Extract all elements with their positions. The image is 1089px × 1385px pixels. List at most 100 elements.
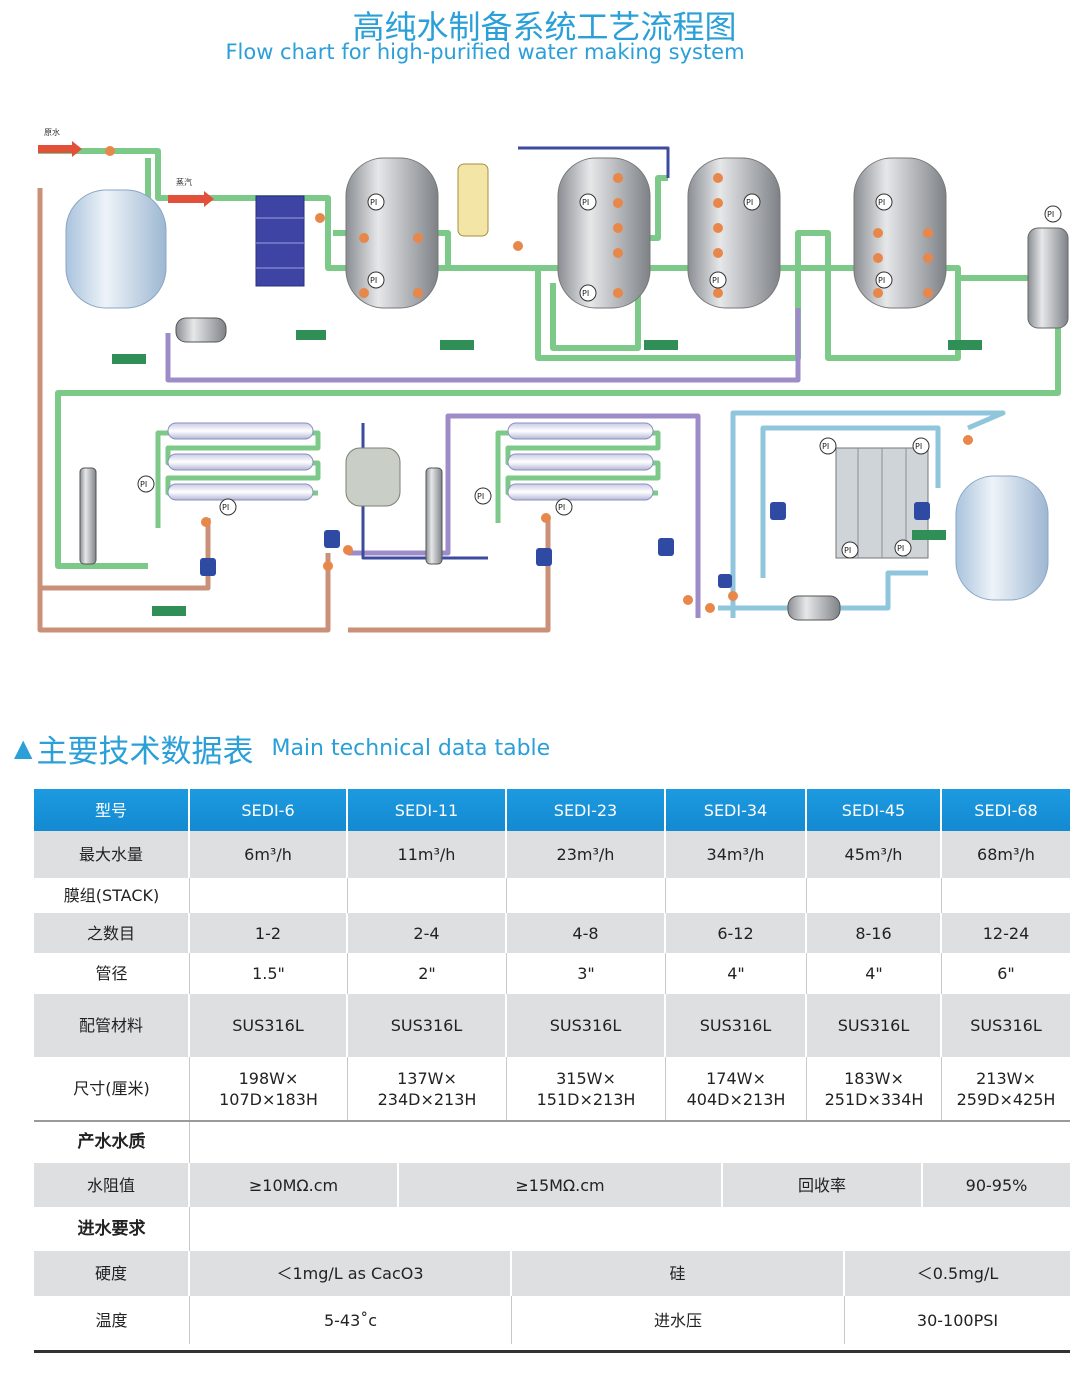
size-line-1: 174W× — [706, 1068, 766, 1088]
header-cell: SEDI-34 — [666, 789, 807, 831]
gauge-label: PI — [878, 276, 885, 285]
table-cell: 2-4 — [348, 913, 507, 953]
table-row: 温度 5-43˚c 进水压 30-100PSI — [34, 1296, 1070, 1344]
gauge-label: PI — [558, 503, 565, 512]
table-cell: 23m³/h — [507, 831, 666, 878]
filter-tank-3 — [687, 157, 781, 309]
table-cell: 68m³/h — [977, 845, 1035, 864]
table-cell: 3" — [507, 953, 666, 994]
size-line-1: 137W× — [397, 1068, 457, 1088]
heat-exchanger — [255, 195, 305, 287]
ro-membranes-stage-1 — [167, 422, 314, 501]
header-cell: SEDI-45 — [807, 789, 942, 831]
table-cell: 11m³/h — [348, 831, 507, 878]
booster-pump — [787, 595, 841, 621]
size-line-2: 107D×183H — [219, 1089, 318, 1109]
pipe-purple-2 — [348, 413, 701, 618]
size-line-1: 213W× — [976, 1068, 1036, 1088]
section-label-feed-requirements: 进水要求 — [34, 1207, 190, 1251]
table-cell: 213W×259D×425H — [942, 1057, 1070, 1120]
table-row: 产水水质 — [34, 1120, 1070, 1163]
table-cell: 12-24 — [982, 923, 1030, 943]
gauge-label: PI — [844, 546, 851, 555]
table-cell: 315W×151D×213H — [507, 1057, 666, 1120]
row-label: 温度 — [34, 1296, 190, 1344]
table-cell: 6m³/h — [190, 831, 348, 878]
gauge-label: PI — [822, 442, 829, 451]
table-cell: ≥10MΩ.cm — [190, 1163, 399, 1207]
table-cell: 4-8 — [507, 913, 666, 953]
table-cell: 2" — [348, 953, 507, 994]
process-flow-diagram: 原水 蒸汽 — [37, 127, 1069, 633]
table-cell: 硅 — [512, 1251, 845, 1296]
table-cell: 4" — [666, 953, 807, 994]
raw-water-label: 原水 — [44, 127, 60, 137]
pipe-copper-2 — [40, 518, 211, 591]
triangle-marker-icon: ▲ — [14, 734, 33, 762]
table-cell: 8-16 — [807, 913, 942, 953]
gauge-label: PI — [582, 198, 589, 207]
pipe-green-ro1 — [155, 430, 321, 528]
row-label: 最大水量 — [34, 831, 190, 878]
drain-basins — [112, 330, 982, 616]
header-cell: 型号 — [34, 789, 190, 831]
table-cell: ≥15MΩ.cm — [399, 1163, 723, 1207]
table-cell: SUS316L — [807, 994, 942, 1057]
table-row: 硬度 ＜1mg/L as CacO3 硅 ＜0.5mg/L — [34, 1251, 1070, 1296]
table-cell: SUS316L — [348, 994, 507, 1057]
size-line-1: 198W× — [238, 1068, 299, 1088]
row-label: 之数目 — [34, 913, 190, 953]
section-title-en: Main technical data table — [271, 735, 551, 761]
gauge-label: PI — [712, 276, 719, 285]
table-cell — [348, 878, 507, 913]
pipe-blue-2 — [760, 425, 941, 578]
row-label: 配管材料 — [34, 994, 190, 1057]
table-cell — [507, 878, 666, 913]
table-cell: 5-43˚c — [190, 1296, 512, 1344]
table-cell — [666, 878, 807, 913]
filter-tank-1 — [345, 157, 439, 309]
row-label: 水阻值 — [34, 1163, 190, 1207]
table-cell: 4" — [807, 953, 942, 994]
feed-pump — [175, 317, 227, 343]
pure-water-tank — [955, 475, 1049, 601]
row-label: 管径 — [34, 953, 190, 994]
steam-arrow — [168, 191, 214, 207]
table-cell: 回收率 — [723, 1163, 923, 1207]
high-pressure-pump-2 — [425, 467, 443, 565]
section-label-product-quality: 产水水质 — [34, 1122, 190, 1163]
table-cell: 198W×107D×183H — [190, 1057, 348, 1120]
table-bottom-rule — [34, 1350, 1070, 1353]
size-line-2: 251D×334H — [824, 1089, 924, 1109]
table-row: 最大水量 6m³/h 11m³/h 23m³/h 34m³/h 45m³/h 6… — [34, 831, 1070, 878]
size-line-2: 234D×213H — [377, 1089, 477, 1109]
table-cell: 6-12 — [666, 913, 807, 953]
table-cell: SUS316L — [190, 994, 348, 1057]
table-row: 配管材料 SUS316L SUS316L SUS316L SUS316L SUS… — [34, 994, 1070, 1057]
flow-meters — [200, 502, 930, 588]
pipe-blue-1 — [730, 410, 1006, 618]
section-header: ▲ 主要技术数据表 Main technical data table — [14, 728, 551, 770]
technical-data-table: 型号 SEDI-6 SEDI-11 SEDI-23 SEDI-34 SEDI-4… — [34, 789, 1070, 1344]
gauge-label: PI — [915, 442, 922, 451]
page-subtitle: Flow chart for high-purified water makin… — [225, 40, 745, 64]
table-cell: SUS316L — [970, 1016, 1042, 1035]
gauge-label: PI — [222, 503, 229, 512]
table-cell: 90-95% — [965, 1175, 1028, 1195]
filter-tank-4 — [853, 157, 947, 309]
gauge-label: PI — [477, 492, 484, 501]
pipe-navy-1 — [518, 146, 670, 178]
header-cell: SEDI-11 — [348, 789, 507, 831]
table-cell: 6" — [997, 964, 1015, 983]
edi-module — [835, 447, 929, 559]
table-cell — [190, 1122, 1070, 1163]
table-cell: ＜1mg/L as CacO3 — [190, 1251, 512, 1296]
gauge-label: PI — [140, 480, 147, 489]
table-cell: 进水压 — [512, 1296, 845, 1344]
table-row: 尺寸(厘米) 198W×107D×183H 137W×234D×213H 315… — [34, 1057, 1070, 1120]
table-cell: ＜0.5mg/L — [916, 1264, 999, 1283]
table-cell: 183W×251D×334H — [807, 1057, 942, 1120]
table-row: 水阻值 ≥10MΩ.cm ≥15MΩ.cm 回收率 90-95% — [34, 1163, 1070, 1207]
row-label: 尺寸(厘米) — [34, 1057, 190, 1120]
gauge-label: PI — [897, 544, 904, 553]
